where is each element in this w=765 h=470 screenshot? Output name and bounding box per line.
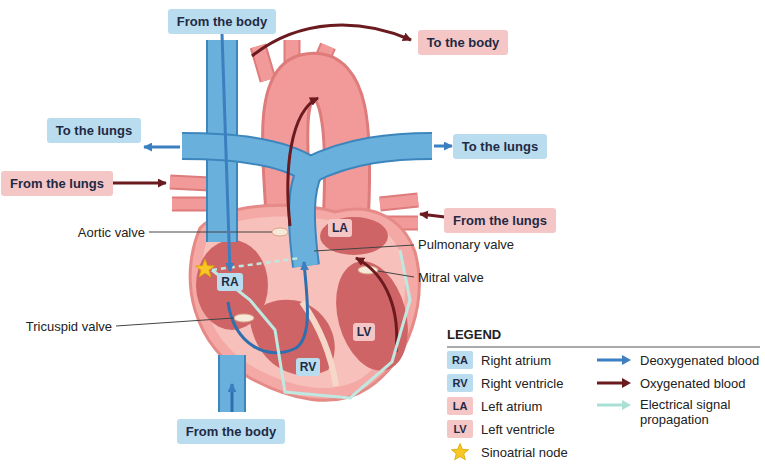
part-label: Pulmonary valve bbox=[418, 237, 514, 252]
flow-label-box: From the lungs bbox=[1, 171, 113, 196]
left-atrium bbox=[320, 217, 388, 255]
sinoatrial-node bbox=[196, 259, 215, 277]
inferior-vena-cava bbox=[218, 355, 246, 412]
chamber-label: LA bbox=[328, 219, 352, 237]
legend-rule bbox=[447, 347, 760, 348]
legend-swatch: RV bbox=[447, 374, 473, 392]
electrical-path bbox=[212, 250, 410, 398]
legend-swatch: LV bbox=[447, 420, 473, 438]
pulmonary-vein bbox=[170, 182, 210, 184]
legend-abbreviation: LA bbox=[453, 400, 468, 412]
part-label: Mitral valve bbox=[418, 270, 484, 285]
leader-line bbox=[149, 232, 272, 233]
tricuspid-valve bbox=[234, 314, 254, 322]
flow-arrow bbox=[434, 145, 452, 148]
inferior-vena-cava bbox=[220, 355, 244, 412]
arrow-line bbox=[597, 359, 623, 362]
pulmonary-artery bbox=[182, 146, 432, 266]
flow-label-box: To the lungs bbox=[453, 134, 547, 159]
box-text: From the lungs bbox=[10, 176, 104, 191]
pulmonary-vein bbox=[172, 199, 210, 210]
chamber-label: LV bbox=[353, 323, 375, 341]
legend-abbreviation: LV bbox=[453, 423, 466, 435]
box-text: From the lungs bbox=[453, 213, 547, 228]
flow-arrow bbox=[420, 214, 445, 217]
part-label: Tricuspid valve bbox=[26, 319, 112, 334]
flow-arrow bbox=[144, 146, 180, 149]
box-text: To the lungs bbox=[56, 123, 132, 138]
flow-arrow bbox=[356, 258, 397, 352]
legend-star bbox=[447, 442, 473, 462]
legend-item: Electrical signal propagation bbox=[596, 397, 752, 427]
box-text: From the body bbox=[186, 424, 276, 439]
flow-arrow bbox=[288, 98, 318, 226]
leader-line bbox=[116, 318, 234, 326]
star-symbol bbox=[451, 444, 468, 460]
legend-item: Oxygenated blood bbox=[596, 376, 746, 391]
pulmonary-vein bbox=[172, 197, 210, 212]
leader-line bbox=[378, 271, 414, 277]
pulmonary-artery bbox=[182, 146, 432, 266]
legend-text: Left atrium bbox=[481, 399, 542, 414]
connector-group bbox=[222, 34, 230, 272]
legend-arrow bbox=[596, 353, 632, 367]
legend-arrow bbox=[596, 398, 632, 412]
legend-text: Electrical signal propagation bbox=[640, 397, 752, 427]
legend-title: LEGEND bbox=[447, 327, 501, 342]
legend-swatch: LA bbox=[447, 397, 473, 415]
legend-text: Deoxygenated blood bbox=[640, 353, 759, 368]
part-label: Aortic valve bbox=[78, 225, 145, 240]
flow-label-box: From the body bbox=[168, 9, 276, 34]
arrow-line bbox=[597, 382, 623, 385]
box-text: RV bbox=[300, 360, 316, 374]
legend-text: Right atrium bbox=[481, 353, 551, 368]
pulmonary-vein bbox=[380, 200, 418, 204]
legend-text: Right ventricle bbox=[481, 376, 563, 391]
flow-label-box: To the lungs bbox=[47, 118, 141, 143]
legend-item: RA Right atrium bbox=[447, 351, 551, 369]
box-text: From the body bbox=[177, 14, 267, 29]
chamber-label: RV bbox=[296, 358, 320, 376]
electrical-path bbox=[212, 258, 300, 270]
blood-flow-connector bbox=[222, 34, 230, 272]
legend-arrow bbox=[596, 376, 632, 390]
box-text: RA bbox=[221, 275, 238, 289]
flow-label-box: To the body bbox=[418, 30, 509, 55]
aortic-valve bbox=[272, 228, 288, 236]
box-text: LA bbox=[332, 221, 348, 235]
legend-abbreviation: RV bbox=[452, 377, 467, 389]
pulmonary-vein bbox=[170, 182, 210, 184]
legend-item: Deoxygenated blood bbox=[596, 353, 759, 368]
legend-item: Sinoatrial node bbox=[447, 442, 568, 462]
legend-item: RV Right ventricle bbox=[447, 374, 563, 392]
legend-item: LV Left ventricle bbox=[447, 420, 555, 438]
arrow-head bbox=[622, 378, 631, 388]
pulmonary-vein bbox=[380, 200, 418, 204]
flow-label-box: From the lungs bbox=[444, 208, 556, 233]
legend-text: Left ventricle bbox=[481, 422, 555, 437]
legend-swatch: RA bbox=[447, 351, 473, 369]
arrow-head bbox=[622, 355, 631, 365]
legend-item: LA Left atrium bbox=[447, 397, 542, 415]
legend-abbreviation: RA bbox=[452, 354, 468, 366]
box-text: LV bbox=[357, 325, 371, 339]
chamber-label: RA bbox=[217, 273, 242, 291]
flow-arrow bbox=[231, 384, 234, 412]
flow-arrow bbox=[113, 182, 166, 185]
flow-label-box: From the body bbox=[177, 419, 285, 444]
leader-line bbox=[314, 245, 414, 251]
arrow-head bbox=[622, 400, 631, 410]
box-text: To the body bbox=[427, 35, 500, 50]
box-text: To the lungs bbox=[462, 139, 538, 154]
arrow-line bbox=[597, 404, 623, 407]
legend-text: Oxygenated blood bbox=[640, 376, 746, 391]
legend-text: Sinoatrial node bbox=[481, 445, 568, 460]
